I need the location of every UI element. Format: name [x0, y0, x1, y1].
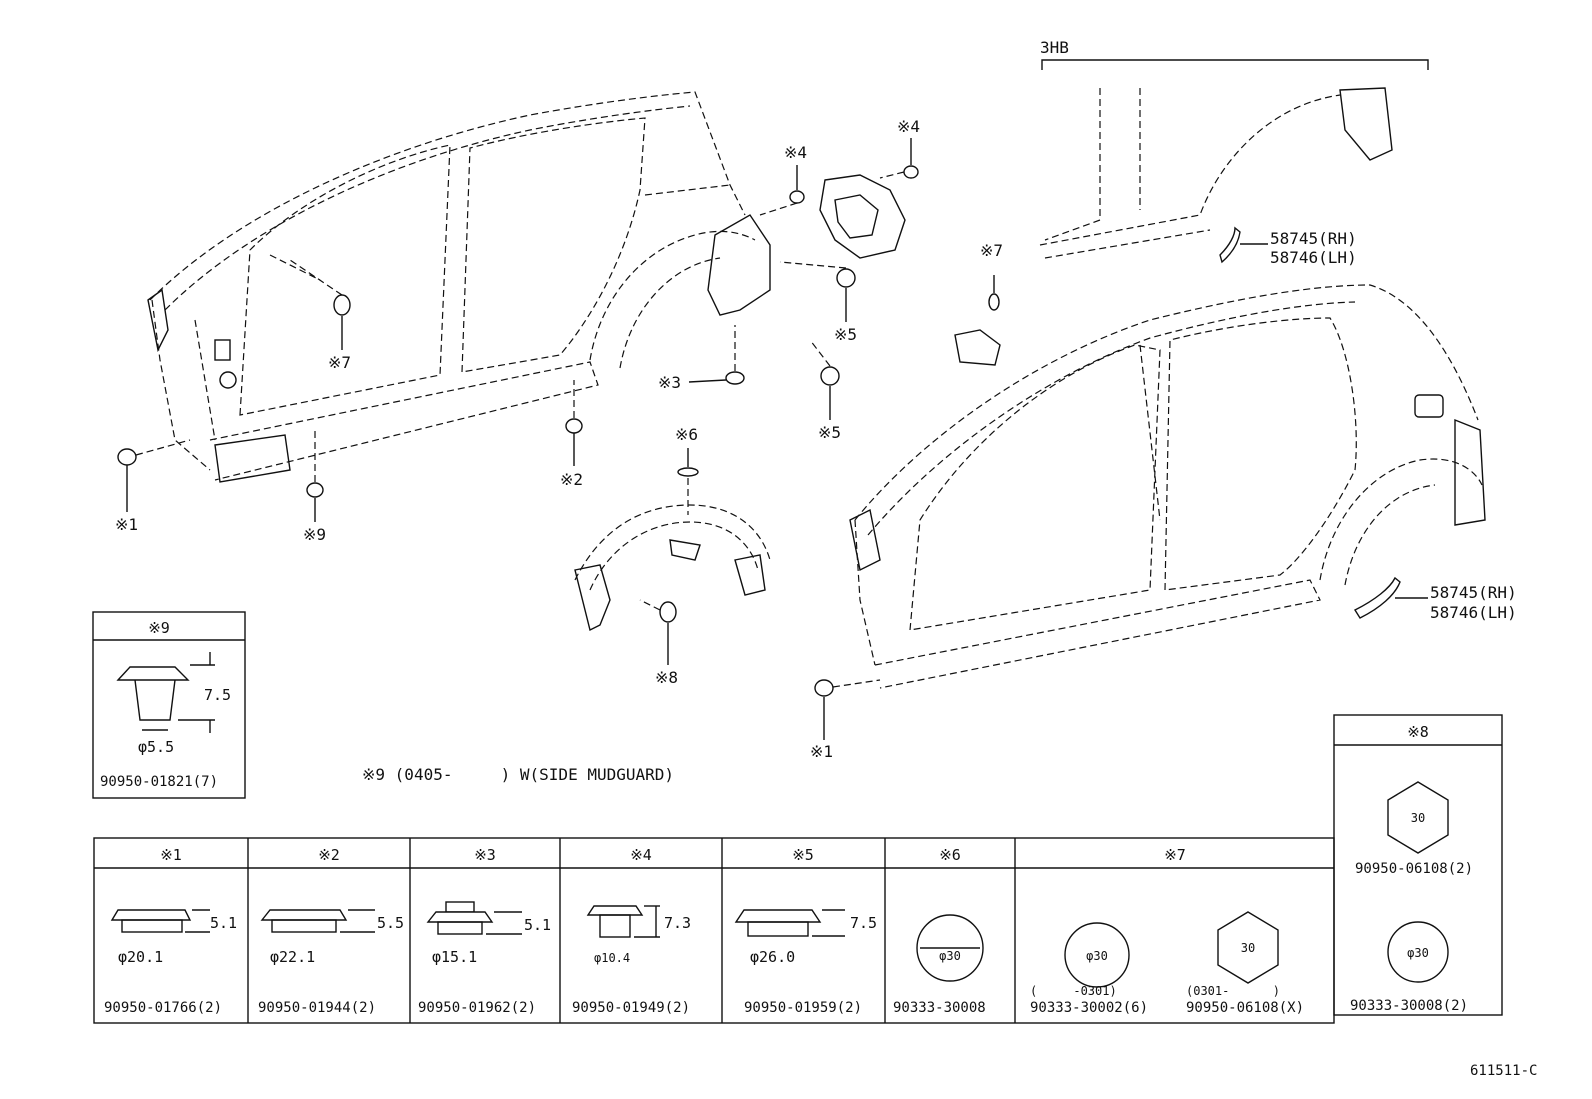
callout-6: ※6 — [675, 425, 698, 444]
callout-7-left: ※7 — [328, 353, 351, 372]
callout-4-right: ※4 — [897, 117, 920, 136]
callout-3: ※3 — [658, 373, 681, 392]
cell-6-value: φ30 — [939, 949, 961, 963]
part-58745-rh-lower: 58745(RH) — [1430, 583, 1517, 602]
cell-2-height: 5.5 — [377, 914, 404, 932]
callout-5-upper: ※5 — [834, 325, 857, 344]
callout-7-right: ※7 — [980, 241, 1003, 260]
callout-1-left: ※1 — [115, 515, 138, 534]
cell-7-left-range: ( -0301) — [1030, 984, 1117, 998]
right-body-side-illustration — [849, 284, 1486, 689]
cell-7-right-value: 30 — [1241, 941, 1255, 955]
cell-1-header: ※1 — [160, 846, 182, 864]
box-9-diameter: φ5.5 — [138, 738, 174, 756]
cell-4-header: ※4 — [630, 846, 652, 864]
cell-5-header: ※5 — [792, 846, 814, 864]
cell-3-height: 5.1 — [524, 916, 551, 934]
cell-3-header: ※3 — [474, 846, 496, 864]
callout-labels: ※1 ※2 ※3 ※4 ※4 ※5 ※5 ※6 ※7 ※7 ※8 ※9 ※1 — [115, 117, 1003, 761]
cell-7-right-part: 90950-06108(X) — [1186, 1000, 1304, 1016]
box-8-circle-part: 90333-30008(2) — [1350, 998, 1468, 1014]
cell-2-part: 90950-01944(2) — [258, 1000, 376, 1016]
cell-6-part: 90333-30008 — [893, 1000, 986, 1016]
box-8-circle-value: φ30 — [1407, 946, 1429, 960]
cell-1-diameter: φ20.1 — [118, 948, 163, 966]
callout-8: ※8 — [655, 668, 678, 687]
box-8: ※8 30 90950-06108(2) φ30 90333-30008(2) — [1333, 714, 1503, 1016]
cell-7-left-part: 90333-30002(6) — [1030, 1000, 1148, 1016]
part-58745-rh-upper: 58745(RH) — [1270, 229, 1357, 248]
cell-1-height: 5.1 — [210, 914, 237, 932]
3hb-title: 3HB — [1040, 38, 1069, 57]
box-8-hex-value: 30 — [1411, 811, 1425, 825]
clip-pieces — [117, 165, 1001, 697]
left-body-side-illustration — [147, 91, 771, 483]
cell-3-diameter: φ15.1 — [432, 948, 477, 966]
box-9: ※9 7.5 φ5.5 90950-01821(7) — [92, 611, 246, 799]
callout-4-left: ※4 — [784, 143, 807, 162]
cell-4-height: 7.3 — [664, 914, 691, 932]
box-9-header: ※9 — [148, 619, 170, 637]
housing-bracket-illustration — [819, 174, 906, 259]
cell-2-diameter: φ22.1 — [270, 948, 315, 966]
wheelhouse-liner-illustration — [574, 504, 771, 632]
cell-1-part: 90950-01766(2) — [104, 1000, 222, 1016]
box-9-part: 90950-01821(7) — [100, 774, 218, 790]
part-58746-lh-upper: 58746(LH) — [1270, 248, 1357, 267]
3hb-inset: 3HB 58745(RH) 58746(LH) — [1039, 38, 1429, 267]
cell-3-part: 90950-01962(2) — [418, 1000, 536, 1016]
cell-2-header: ※2 — [318, 846, 340, 864]
parts-table: ※1 5.1 φ20.1 90950-01766(2) ※2 5.5 φ22.1… — [93, 837, 1335, 1024]
callout-5-lower: ※5 — [818, 423, 841, 442]
box-9-height: 7.5 — [204, 686, 231, 704]
callout-9: ※9 — [303, 525, 326, 544]
cell-5-diameter: φ26.0 — [750, 948, 795, 966]
callout-1-right: ※1 — [810, 742, 833, 761]
molding-lower: 58745(RH) 58746(LH) — [1353, 576, 1517, 622]
figure-id: 611511-C — [1470, 1063, 1537, 1079]
cell-5-part: 90950-01959(2) — [744, 1000, 862, 1016]
part-58746-lh-lower: 58746(LH) — [1430, 603, 1517, 622]
cell-4-part: 90950-01949(2) — [572, 1000, 690, 1016]
mudguard-note: ※9 (0405- ) W(SIDE MUDGUARD) — [362, 765, 674, 784]
cell-7-right-range: (0301- ) — [1186, 984, 1280, 998]
box-8-hex-part: 90950-06108(2) — [1355, 861, 1473, 877]
cell-5-height: 7.5 — [850, 914, 877, 932]
box-8-header: ※8 — [1407, 723, 1429, 741]
callout-2: ※2 — [560, 470, 583, 489]
cell-7-header-label: ※7 — [1164, 846, 1186, 864]
cell-6-header: ※6 — [939, 846, 961, 864]
cell-7-left-value: φ30 — [1086, 949, 1108, 963]
cell-4-diameter: φ10.4 — [594, 951, 630, 965]
